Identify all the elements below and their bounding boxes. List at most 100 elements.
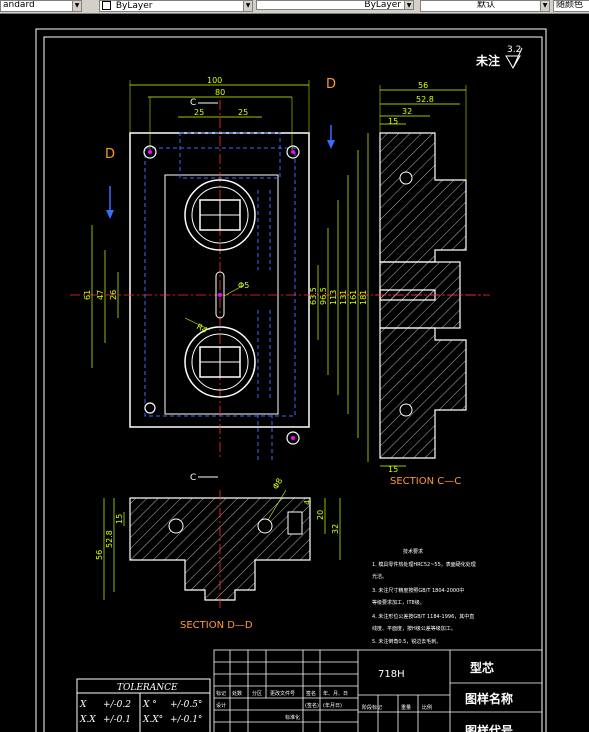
title-block-text: 718H 型芯 图样名称 图样代号 标记 处数 分区 更改文件号 签名 年、月、…	[216, 660, 513, 732]
dim-52-8-dd-text: 52.8	[105, 530, 114, 548]
tol-row2-b: +/-0.1	[103, 715, 131, 725]
dim-25a-text: 25	[194, 108, 204, 117]
section-dd-label: SECTION D—D	[180, 620, 253, 631]
section-dd-dimensions: 56 52.8 15 32 20 4 Φ8	[95, 477, 341, 600]
note-line: 1. 模具零件热处理HRC52~55，表面硬化处理	[372, 561, 476, 568]
tb-label: 签名	[306, 690, 316, 697]
material-value: 718H	[378, 669, 405, 680]
section-dd-hole-left	[168, 518, 184, 534]
section-dd-hole-mid	[257, 518, 273, 534]
vdim-right-113: 113	[329, 290, 338, 305]
tol-row1-d: +/-0.5°	[170, 700, 202, 710]
dim-56-text: 56	[418, 81, 428, 90]
note-label: 未注	[475, 53, 500, 68]
note-line: 光洁。	[372, 573, 387, 580]
upper-cavity-ring	[191, 186, 249, 244]
drawing-name-label: 图样名称	[465, 691, 513, 706]
tb-label: 更改文件号	[270, 690, 295, 697]
dim-25b-text: 25	[238, 108, 248, 117]
vdim-left-47: 47	[96, 290, 105, 300]
section-markers: D D C C	[105, 77, 336, 483]
stage-label: 重量	[401, 704, 411, 711]
part-name-value: 型芯	[470, 660, 494, 675]
front-dimensions: 100 80 25 25 61 47 26 63.5 96.5 113 131 …	[83, 76, 369, 462]
tol-row2-d: +/-0.1°	[170, 715, 202, 725]
notes-title: 技术要求	[403, 548, 423, 555]
plotstyle-dropdown[interactable]: 随颜色	[553, 0, 589, 12]
section-dd-slot	[287, 511, 303, 535]
tolerance-table: TOLERANCE X +/-0.2 X ° +/-0.5° X.X +/-0.…	[76, 678, 211, 732]
dim-80-text: 80	[215, 88, 225, 97]
vdim-right-181: 181	[359, 290, 368, 305]
chevron-down-icon[interactable]: ▼	[540, 1, 549, 11]
lineweight-value: 默认	[476, 0, 495, 10]
dim-52-8-text: 52.8	[416, 95, 434, 104]
label-c-top: C	[190, 98, 196, 108]
guide-hole-top-right	[286, 145, 300, 159]
dim-20-text: 20	[316, 510, 325, 520]
textstyle-value: andard	[3, 0, 35, 10]
hidden-cavity-left	[179, 132, 281, 179]
note-line: 等级要求加工，IT8级。	[372, 599, 425, 606]
label-c-bottom: C	[190, 473, 196, 483]
vdim-left-26: 26	[109, 290, 118, 300]
vdim-right-161: 161	[349, 290, 358, 305]
roughness-value: 3.2	[507, 45, 521, 55]
lower-cavity-ring	[191, 333, 249, 391]
section-cc-dimensions: 56 52.8 32 15 15	[379, 81, 467, 474]
lineweight-dropdown[interactable]: 默认 ▼	[420, 0, 550, 12]
hole-center-marker	[218, 293, 222, 297]
properties-toolbar: andard ▼ ByLayer ▼ ByLayer ▼ 默认 ▼ 随颜色	[0, 0, 589, 14]
plotstyle-value: 随颜色	[556, 0, 584, 10]
vdim-right-96-5: 96.5	[319, 287, 328, 305]
drawing-canvas[interactable]: 未注 3.2	[0, 13, 589, 732]
color-dropdown[interactable]: ByLayer ▼	[99, 0, 253, 12]
tb-label: 标记	[216, 690, 226, 697]
dim-15-dd-text: 15	[115, 514, 124, 524]
front-view-inner	[164, 174, 279, 415]
dim-15-top-text: 15	[388, 117, 398, 126]
dim-4-text: 4	[303, 500, 312, 505]
dim-56-dd-text: 56	[95, 550, 104, 560]
tb-label: 标准化	[285, 714, 300, 721]
chevron-down-icon[interactable]: ▼	[243, 1, 252, 11]
section-dd-view	[129, 490, 311, 610]
tb-label: 设计	[216, 702, 226, 709]
dim-phi8-text: Φ8	[271, 477, 284, 491]
technical-notes: 技术要求 1. 模具零件热处理HRC52~55，表面硬化处理 光洁。 3. 未注…	[372, 548, 476, 645]
stage-label: 比例	[422, 704, 432, 711]
stage-label: 阶段标记	[362, 704, 382, 711]
drawing-border-inner	[43, 36, 543, 732]
tb-label: 分区	[252, 690, 262, 697]
drawing-border-outer	[35, 28, 547, 732]
color-value: ByLayer	[115, 1, 153, 11]
chevron-down-icon[interactable]: ▼	[72, 1, 81, 11]
vdim-right-131: 131	[339, 290, 348, 305]
chevron-down-icon[interactable]: ▼	[404, 1, 413, 9]
guide-hole-bottom-left	[144, 402, 156, 414]
linetype-dropdown[interactable]: ByLayer ▼	[256, 0, 414, 10]
tol-row2-c: X.X°	[142, 715, 163, 725]
note-line: 5. 未注倒角0.5，锐边去毛刺。	[372, 638, 441, 645]
note-line: 3. 未注尺寸精度按照GB/T 1804-2000中	[372, 587, 464, 594]
section-cc-label: SECTION C—C	[390, 476, 461, 487]
tolerance-title: TOLERANCE	[117, 683, 178, 693]
textstyle-dropdown[interactable]: andard ▼	[0, 0, 82, 12]
tol-row2-a: X.X	[79, 715, 96, 725]
tol-row1-a: X	[79, 700, 87, 710]
linetype-value: ByLayer	[364, 0, 401, 10]
arrow-d-left-head	[106, 210, 114, 219]
tb-label: (年月日)	[323, 702, 342, 709]
tb-label: (签名)	[305, 702, 319, 709]
guide-hole-bottom-right	[286, 431, 300, 445]
title-block	[213, 649, 543, 732]
drawing-number-label: 图样代号	[465, 723, 513, 732]
arrow-d-top-head	[327, 140, 335, 149]
hole-center-marker	[291, 150, 295, 154]
section-cc-hole-bottom	[399, 403, 413, 417]
vdim-left-61: 61	[83, 290, 92, 300]
front-view-outline	[129, 132, 310, 428]
section-cc-view	[375, 132, 485, 459]
note-line: 4. 未注形位公差按GB/T 1184-1996，其中直	[372, 613, 474, 620]
lower-cavity-outer	[184, 326, 256, 398]
